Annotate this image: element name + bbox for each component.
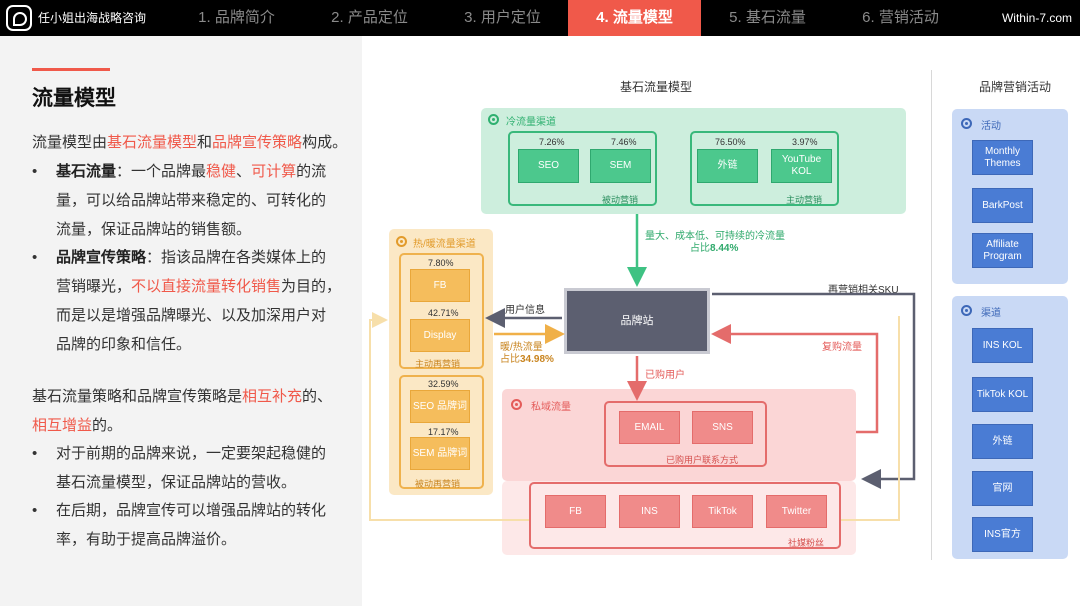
private-traffic-label: 私域流量: [531, 402, 571, 413]
radio-icon: [488, 114, 499, 125]
seo-brand-box: SEO 品牌词: [410, 390, 470, 423]
seo-box: SEO: [518, 149, 579, 183]
site-url[interactable]: Within-7.com: [1001, 11, 1072, 25]
passive-marketing-caption: 被动营销: [602, 195, 639, 205]
sem-percent: 7.46%: [611, 137, 637, 147]
logo-icon: [6, 5, 32, 31]
backlink-channel-box: 外链: [972, 424, 1033, 459]
warm-share-label: 占比34.98%: [500, 354, 554, 365]
official-site-box: 官网: [972, 471, 1033, 506]
social-caption: 社媒粉丝: [788, 538, 825, 548]
cold-traffic-label: 冷流量渠道: [506, 117, 556, 128]
bullet-dot: •: [32, 163, 38, 180]
complement-text: 基石流量策略和品牌宣传策略是相互补充的、 相互增益的。: [32, 388, 333, 434]
affiliate-program-box: Affiliate Program: [972, 233, 1033, 268]
youtube-kol-box: YouTube KOL: [771, 149, 832, 183]
radio-icon: [961, 305, 972, 316]
brand-site-node: 品牌站: [564, 288, 710, 354]
radio-icon: [511, 399, 522, 410]
bought-users-label: 已购用户: [645, 370, 685, 381]
tab-product-positioning[interactable]: 2. 产品定位: [331, 9, 408, 26]
page-title: 流量模型: [32, 87, 116, 110]
diagram-title: 基石流量模型: [620, 80, 693, 94]
youtube-percent: 3.97%: [792, 137, 818, 147]
tab-traffic-model[interactable]: 4. 流量模型: [568, 0, 701, 36]
ins-official-box: INS官方: [972, 517, 1033, 552]
title-underline: [32, 68, 110, 71]
brand-name: 任小姐出海战略咨询: [38, 11, 147, 25]
radio-icon: [961, 118, 972, 129]
social-fb-box: FB: [545, 495, 606, 528]
vertical-divider: [931, 70, 932, 560]
user-info-label: 用户信息: [505, 305, 545, 316]
passive-remarketing-caption: 被动再营销: [415, 479, 461, 489]
sem-brand-box: SEM 品牌词: [410, 437, 470, 470]
seo-percent: 7.26%: [539, 137, 565, 147]
point-late-stage: 在后期，品牌宣传可以增强品牌站的转化率，有助于提高品牌溢价。: [56, 502, 327, 548]
barkpost-box: BarkPost: [972, 188, 1033, 223]
activity-label: 活动: [981, 121, 1001, 132]
backlink-box: 外链: [697, 149, 758, 183]
ins-kol-box: INS KOL: [972, 328, 1033, 363]
point-early-stage: 对于前期的品牌来说，一定要架起稳健的基石流量模型，保证品牌站的营收。: [56, 445, 327, 491]
active-remarketing-caption: 主动再营销: [415, 359, 461, 369]
sns-box: SNS: [692, 411, 753, 444]
display-box: Display: [410, 319, 470, 352]
bullet-dot: •: [32, 502, 38, 519]
radio-icon: [396, 236, 407, 247]
sem-box: SEM: [590, 149, 651, 183]
social-ins-box: INS: [619, 495, 680, 528]
fb-percent: 7.80%: [428, 258, 454, 268]
active-marketing-caption: 主动营销: [786, 195, 823, 205]
social-tiktok-box: TikTok: [692, 495, 753, 528]
seo-brand-percent: 32.59%: [428, 379, 459, 389]
cold-share-label: 占比8.44%: [690, 243, 739, 254]
contact-caption: 已购用户联系方式: [666, 455, 739, 465]
bullet-dot: •: [32, 445, 38, 462]
tab-brand-intro[interactable]: 1. 品牌简介: [198, 9, 275, 26]
repurchase-label: 复购流量: [822, 342, 862, 353]
channel-label: 渠道: [981, 308, 1001, 319]
intro-text: 流量模型由基石流量模型和品牌宣传策略构成。: [32, 134, 348, 151]
remarketing-sku-label: 再营销相关SKU: [828, 285, 899, 296]
bullet-dot: •: [32, 249, 38, 266]
tiktok-kol-box: TikTok KOL: [972, 377, 1033, 412]
point-brand-strategy: 品牌宣传策略：指该品牌在各类媒体上的 营销曝光，不以直接流量转化销售为目的， 而…: [56, 249, 342, 353]
display-percent: 42.71%: [428, 308, 459, 318]
passive-marketing-group: [508, 131, 657, 206]
tab-user-positioning[interactable]: 3. 用户定位: [464, 9, 541, 26]
cold-flow-label: 量大、成本低、可持续的冷流量: [645, 231, 785, 242]
top-bar: 任小姐出海战略咨询 1. 品牌简介 2. 产品定位 3. 用户定位 4. 流量模…: [0, 0, 1080, 36]
fb-ad-box: FB: [410, 269, 470, 302]
tab-base-traffic[interactable]: 5. 基石流量: [729, 9, 806, 26]
email-box: EMAIL: [619, 411, 680, 444]
hot-traffic-label: 热/暖流量渠道: [413, 239, 476, 250]
monthly-themes-box: Monthly Themes: [972, 140, 1033, 175]
tab-marketing[interactable]: 6. 营销活动: [862, 9, 939, 26]
social-twitter-box: Twitter: [766, 495, 827, 528]
sem-brand-percent: 17.17%: [428, 427, 459, 437]
social-group: [529, 482, 841, 549]
point-base-traffic: 基石流量：一个品牌最稳健、可计算的流 量，可以给品牌站带来稳定的、可转化的 流量…: [56, 163, 327, 238]
marketing-title: 品牌营销活动: [979, 80, 1052, 94]
backlink-percent: 76.50%: [715, 137, 746, 147]
text-panel: 流量模型 流量模型由基石流量模型和品牌宣传策略构成。 • 基石流量：一个品牌最稳…: [0, 36, 362, 606]
active-marketing-group: [690, 131, 839, 206]
